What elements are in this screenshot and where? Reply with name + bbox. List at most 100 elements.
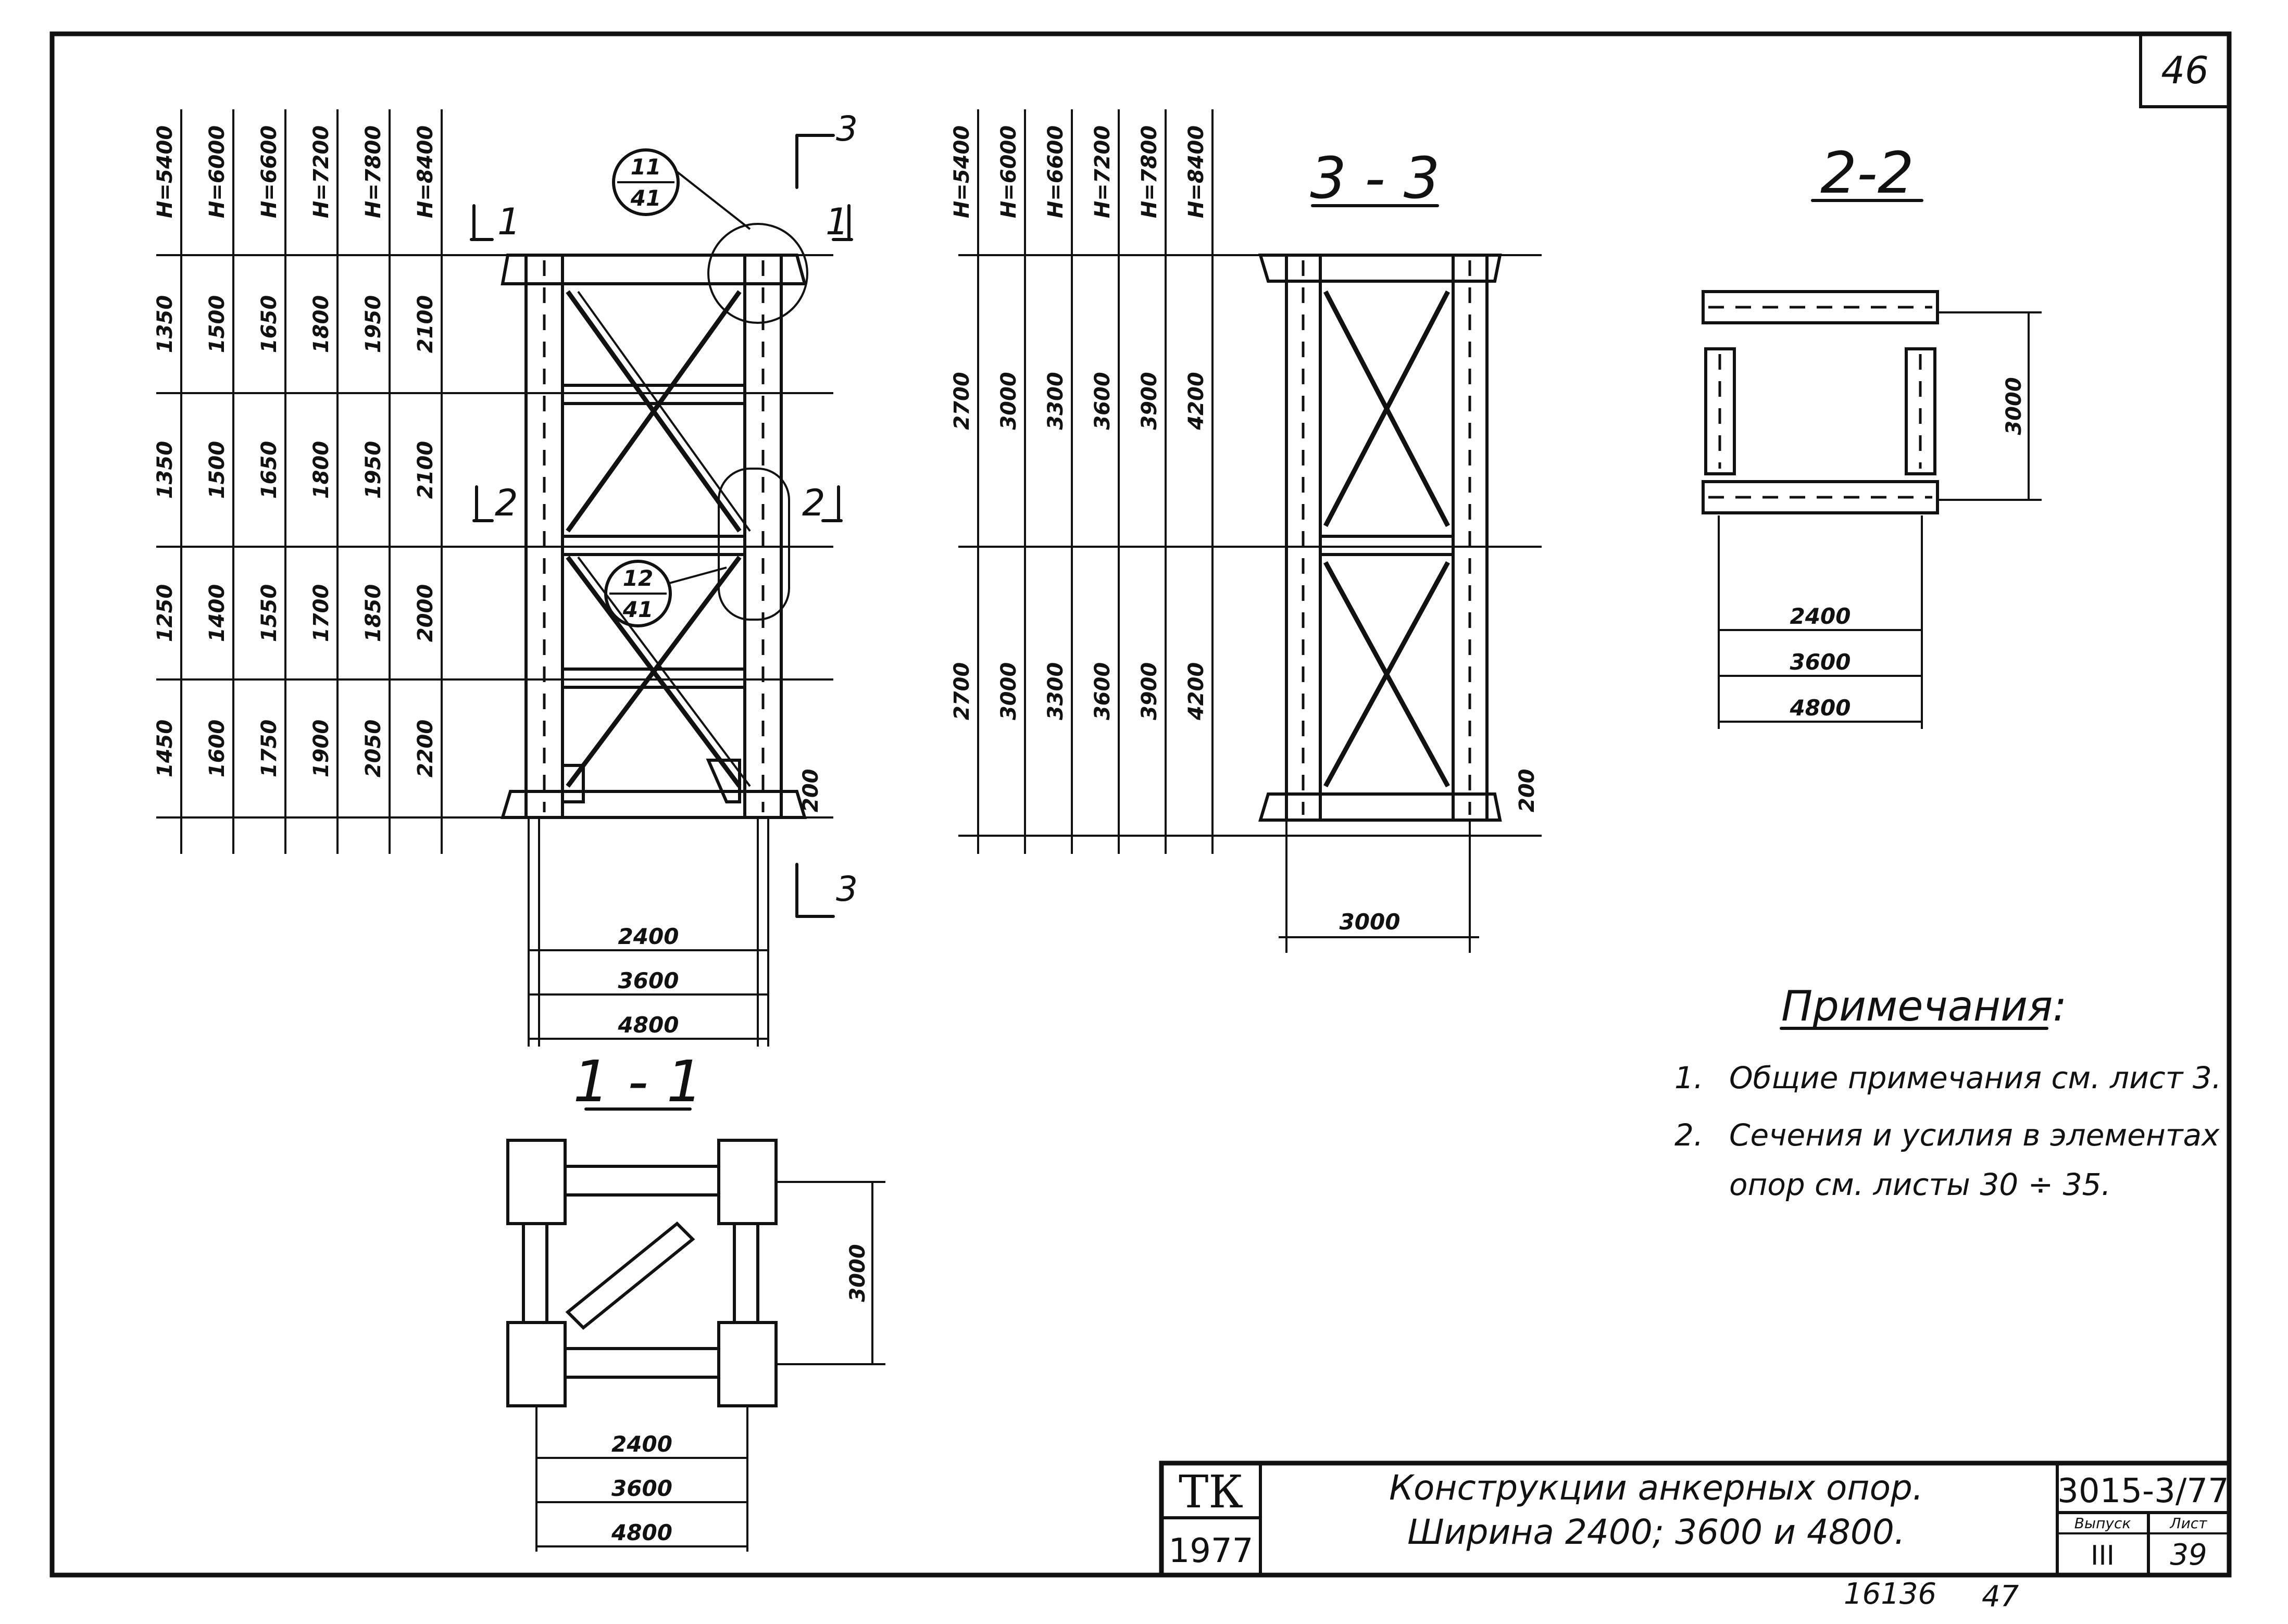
height-cell: 3000 <box>997 372 1021 430</box>
callout-node-top: 11 41 <box>612 148 751 230</box>
note-1-text: Общие примечания см. лист 3. <box>1729 1060 2221 1096</box>
height-cell: 4200 <box>1184 372 1208 430</box>
height-cell: 1350 <box>153 295 177 353</box>
height-cell: 1650 <box>257 441 281 499</box>
section-2-2-width-dim: 2400 <box>1790 603 1851 629</box>
svg-text:41: 41 <box>622 597 653 622</box>
height-cell: 3300 <box>1044 372 1068 430</box>
height-cell: 1350 <box>153 441 177 499</box>
svg-text:3: 3 <box>836 109 858 149</box>
height-header: H=5400 <box>950 125 974 218</box>
svg-text:41: 41 <box>630 185 661 211</box>
elevation-width-dim: 3600 <box>618 968 679 993</box>
height-header: H=6600 <box>1044 125 1068 218</box>
title-block-org: ТК <box>1179 1466 1243 1518</box>
svg-text:2: 2 <box>495 482 518 524</box>
height-header: H=8400 <box>414 125 437 218</box>
height-cell: 1800 <box>309 295 333 353</box>
height-cell: 2000 <box>414 584 437 642</box>
title-line-1: Конструкции анкерных опор. <box>1389 1468 1923 1508</box>
section-3-3-title: 3 - 3 <box>1310 145 1440 211</box>
height-cell: 2200 <box>414 720 437 777</box>
notes: Примечания: 1. Общие примечания см. лист… <box>1674 982 2221 1202</box>
cut-marker-1-left: 1 <box>470 200 521 243</box>
height-cell: 1700 <box>309 584 333 642</box>
callout-node-mid: 12 41 <box>604 560 727 627</box>
base-dim-right: 200 <box>1515 769 1539 813</box>
height-cell: 1550 <box>257 584 281 642</box>
title-block-year: 1977 <box>1169 1532 1254 1570</box>
height-cell: 1450 <box>153 720 177 777</box>
section-2-2-title: 2-2 <box>1820 140 1914 206</box>
height-cell: 2050 <box>361 720 385 777</box>
note-2-text-line2: опор см. листы 30 ÷ 35. <box>1729 1167 2111 1202</box>
section-1-1-width-dim: 2400 <box>611 1431 672 1457</box>
note-2-text-line1: Сечения и усилия в элементах <box>1729 1117 2220 1153</box>
sheet-frame: 46 <box>49 31 2232 1578</box>
height-cell: 1500 <box>205 295 229 353</box>
elevation-view: 11 41 12 41 1 1 2 2 <box>470 109 858 1047</box>
section-1-1-width-dim: 3600 <box>611 1476 672 1501</box>
height-cell: 2700 <box>950 662 974 720</box>
page-number: 46 <box>2161 48 2209 92</box>
cut-marker-1-right: 1 <box>826 200 853 243</box>
section-1-1-width-dim: 4800 <box>611 1520 672 1545</box>
svg-text:1: 1 <box>826 200 849 243</box>
section-1-1-title: 1 - 1 <box>573 1048 703 1115</box>
section-1-1-depth: 3000 <box>846 1244 870 1302</box>
issue-value: III <box>2091 1540 2115 1571</box>
height-header: H=7800 <box>361 125 385 218</box>
height-cell: 1650 <box>257 295 281 353</box>
height-cell: 1950 <box>361 441 385 499</box>
height-cell: 3900 <box>1137 662 1161 720</box>
note-2-number: 2. <box>1674 1117 1703 1153</box>
elevation-width-dim: 4800 <box>618 1012 679 1038</box>
section-3-3-width: 3000 <box>1340 909 1401 935</box>
cut-marker-3-bottom: 3 <box>795 863 858 918</box>
section-3-3: 3 - 3 3000 <box>1258 145 1502 953</box>
svg-text:11: 11 <box>631 154 661 180</box>
height-cell: 3300 <box>1044 662 1068 720</box>
sheet-value: 39 <box>2170 1538 2207 1572</box>
height-cell: 3600 <box>1091 662 1115 720</box>
height-header: H=7800 <box>1137 125 1161 218</box>
height-table-right: H=5400 H=6000 H=6600 H=7200 H=7800 H=8400 270… <box>950 109 1542 854</box>
height-cell: 2100 <box>414 295 437 353</box>
height-cell: 1400 <box>205 584 229 642</box>
elevation-width-dim: 2400 <box>618 924 679 949</box>
note-1-number: 1. <box>1674 1060 1703 1096</box>
height-cell: 4200 <box>1184 662 1208 721</box>
title-line-2: Ширина 2400; 3600 и 4800. <box>1407 1512 1905 1552</box>
height-cell: 1800 <box>309 441 333 499</box>
sheet-label: Лист <box>2170 1515 2208 1532</box>
height-cell: 1500 <box>205 441 229 499</box>
svg-text:12: 12 <box>623 565 653 591</box>
section-1-1: 1 - 1 3000 2400 3600 4800 <box>506 1048 885 1552</box>
stamp-number: 16136 <box>1844 1577 1936 1611</box>
svg-text:2: 2 <box>802 482 826 524</box>
height-cell: 3600 <box>1091 372 1115 430</box>
section-2-2-width-dim: 4800 <box>1790 695 1851 721</box>
notes-title: Примечания: <box>1781 982 2067 1030</box>
svg-text:1: 1 <box>497 200 521 243</box>
title-block: ТК 1977 Конструкции анкерных опор. Ширин… <box>1159 1461 2232 1578</box>
series-code: 3015-3/77 <box>2057 1472 2229 1510</box>
height-cell: 1750 <box>257 720 281 777</box>
height-cell: 1950 <box>361 295 385 353</box>
cut-marker-2-right: 2 <box>802 482 843 524</box>
issue-label: Выпуск <box>2074 1515 2131 1532</box>
height-cell: 3000 <box>997 662 1021 720</box>
height-cell: 1600 <box>205 720 229 777</box>
height-cell: 3900 <box>1137 372 1161 430</box>
height-header: H=6000 <box>205 125 229 218</box>
height-cell: 1250 <box>153 584 177 642</box>
height-cell: 1900 <box>309 720 333 777</box>
cut-marker-2-left: 2 <box>472 482 518 524</box>
height-header: H=8400 <box>1184 125 1208 218</box>
height-header: H=6000 <box>997 125 1021 218</box>
height-header: H=6600 <box>257 125 281 218</box>
height-header: H=7200 <box>1091 125 1115 218</box>
